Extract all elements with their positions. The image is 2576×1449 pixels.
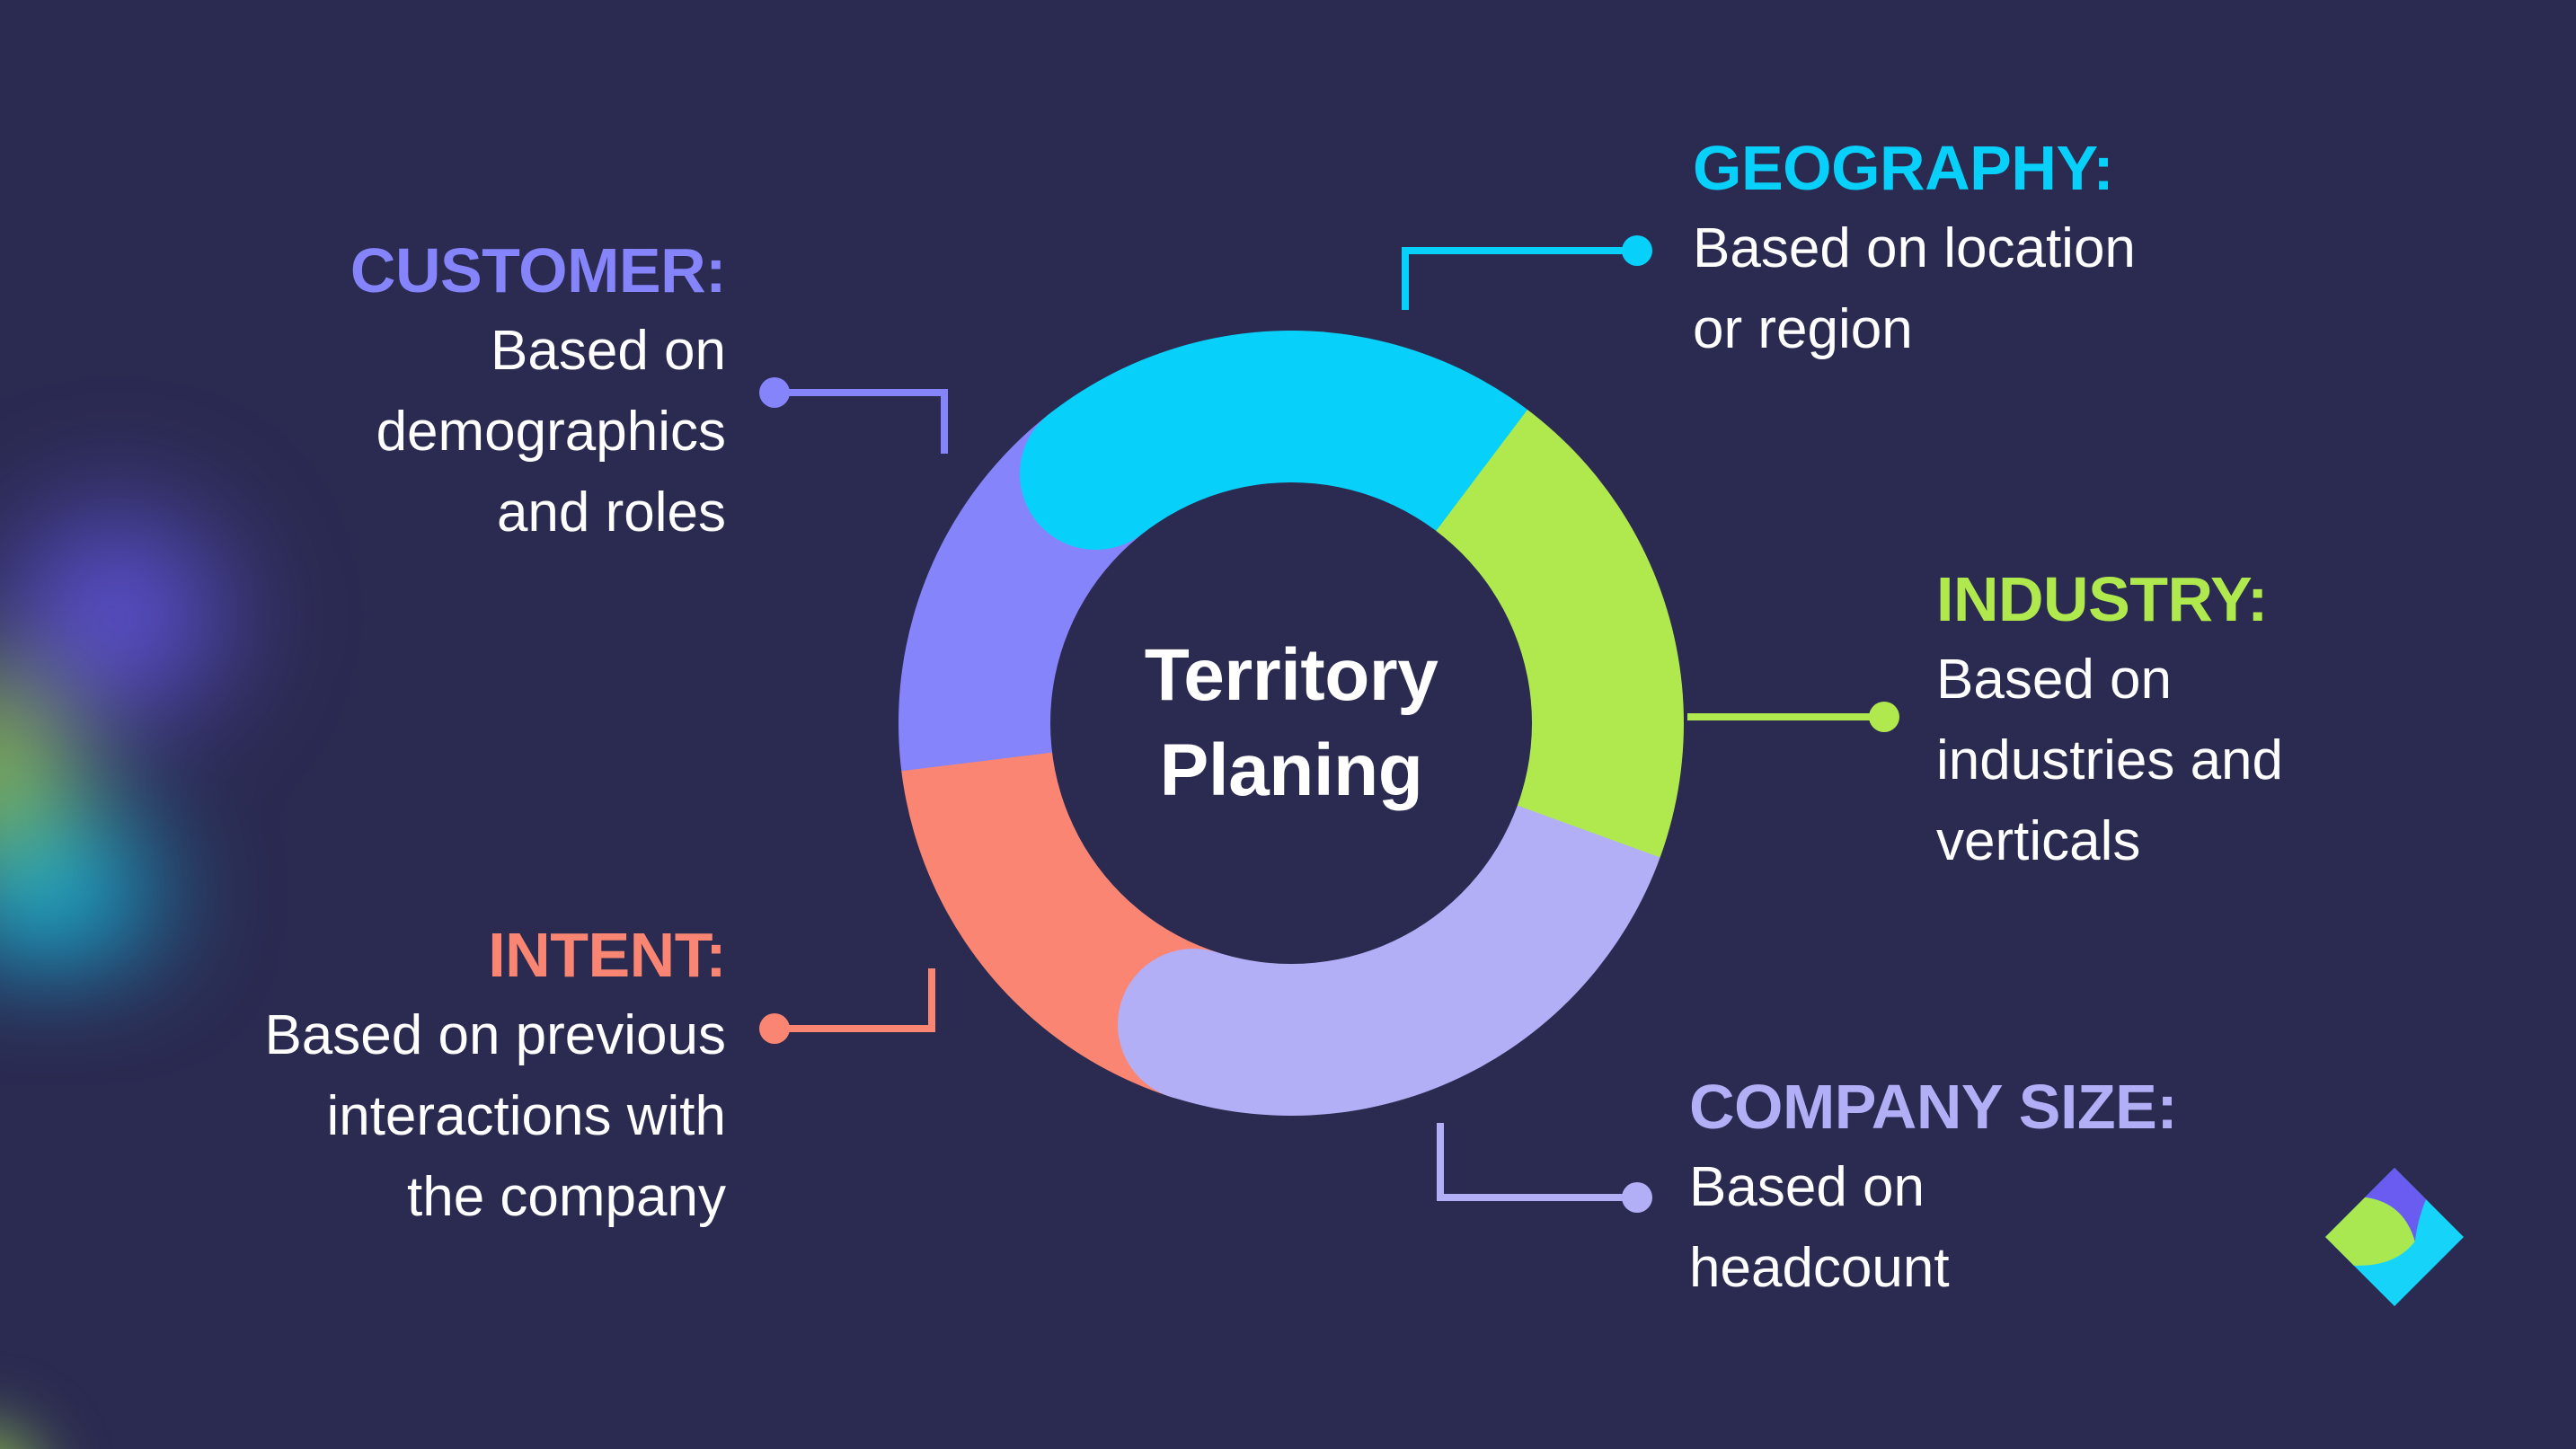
connector-industry-dot xyxy=(1869,702,1899,732)
label-company-size-body: Based on headcount xyxy=(1689,1156,1950,1299)
label-company-size: COMPANY SIZE: Based on headcount xyxy=(1689,1066,2178,1309)
connector-geography-line-horizontal xyxy=(1402,247,1637,254)
chart-title-line2: Planing xyxy=(1159,729,1423,811)
label-geography-heading: GEOGRAPHY: xyxy=(1693,133,2114,203)
chart-title-line1: Territory xyxy=(1144,634,1438,716)
connector-company-size-dot xyxy=(1622,1182,1652,1213)
connector-company-size-line-vertical xyxy=(1437,1123,1444,1201)
donut-hole: Territory Planing xyxy=(1050,482,1532,964)
label-geography: GEOGRAPHY: Based on location or region xyxy=(1693,128,2136,370)
logo-top-shape xyxy=(2363,1167,2427,1241)
label-intent: INTENT: Based on previous interactions w… xyxy=(264,914,726,1238)
connector-customer-line-vertical xyxy=(941,389,948,454)
connector-intent-line-vertical xyxy=(928,968,935,1032)
connector-company-size-line-horizontal xyxy=(1437,1194,1637,1201)
label-company-size-heading: COMPANY SIZE: xyxy=(1689,1072,2178,1142)
brand-logo xyxy=(2324,1167,2465,1307)
connector-industry-line-horizontal xyxy=(1687,713,1884,720)
connector-intent-line-horizontal xyxy=(775,1025,935,1032)
segment-rounded-cap xyxy=(1117,948,1270,1100)
gradient-blob xyxy=(0,463,337,975)
donut-chart: Territory Planing xyxy=(899,331,1684,1116)
label-customer-heading: CUSTOMER: xyxy=(350,235,727,305)
segment-rounded-cap xyxy=(1020,397,1173,550)
connector-geography-dot xyxy=(1622,235,1652,266)
label-intent-body: Based on previous interactions with the … xyxy=(264,1004,726,1228)
label-industry-heading: INDUSTRY: xyxy=(1936,564,2268,634)
connector-geography-line-vertical xyxy=(1402,250,1409,310)
label-customer: CUSTOMER: Based on demographics and role… xyxy=(350,230,727,553)
label-intent-heading: INTENT: xyxy=(488,920,726,990)
label-customer-body: Based on demographics and roles xyxy=(376,320,726,543)
gradient-blob-corner xyxy=(0,1392,76,1449)
label-geography-body: Based on location or region xyxy=(1693,217,2136,360)
connector-customer-line-horizontal xyxy=(775,389,948,396)
label-industry-body: Based on industries and verticals xyxy=(1936,649,2284,872)
label-industry: INDUSTRY: Based on industries and vertic… xyxy=(1936,559,2283,882)
